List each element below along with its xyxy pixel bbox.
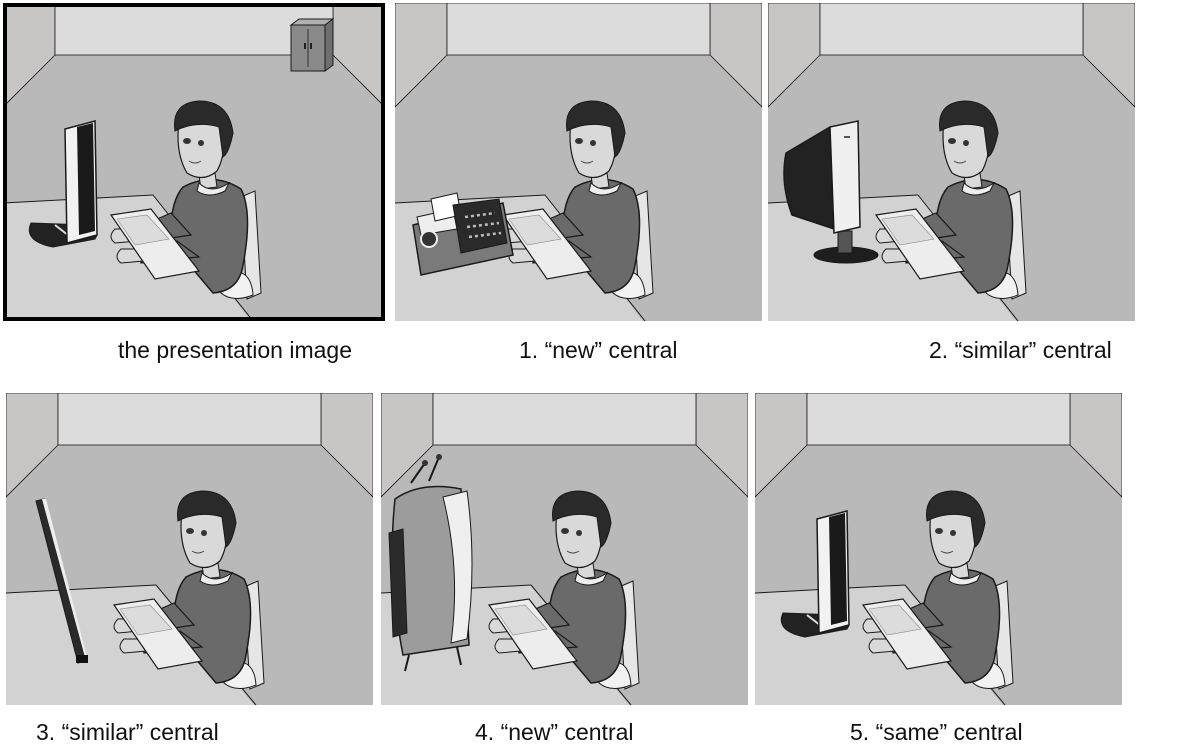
typewriter-object [412, 192, 514, 276]
caption-new-central-1: 1. “new” central [519, 337, 678, 363]
back-wall [806, 393, 1071, 446]
back-wall [54, 3, 334, 56]
back-wall [446, 3, 711, 56]
panel-same-central-5 [755, 393, 1122, 705]
thin-monitor-object [35, 498, 88, 664]
caption-presentation-image: the presentation image [118, 337, 352, 363]
keyboard [501, 208, 593, 280]
flat-monitor-object [28, 120, 98, 248]
panel-new-central-4 [381, 393, 748, 705]
back-wall [57, 393, 322, 446]
keyboard [487, 598, 579, 670]
caption-similar-central-3: 3. “similar” central [36, 719, 219, 745]
panel-similar-central-3 [6, 393, 373, 705]
caption-similar-central-2: 2. “similar” central [929, 337, 1112, 363]
back-wall [432, 393, 697, 446]
cabinet-object [289, 18, 335, 72]
highlight-border [3, 3, 385, 321]
keyboard [112, 598, 204, 670]
crt-monitor-object [783, 120, 879, 264]
flat-monitor-object [780, 510, 850, 638]
keyboard [109, 208, 201, 280]
back-wall [819, 3, 1084, 56]
panel-new-central-1 [395, 3, 762, 321]
caption-same-central-5: 5. “same” central [850, 719, 1023, 745]
television-object [388, 454, 473, 672]
keyboard [874, 208, 966, 280]
caption-new-central-4: 4. “new” central [475, 719, 634, 745]
panel-similar-central-2 [768, 3, 1135, 321]
panel-presentation-image [3, 3, 385, 321]
keyboard [861, 598, 953, 670]
